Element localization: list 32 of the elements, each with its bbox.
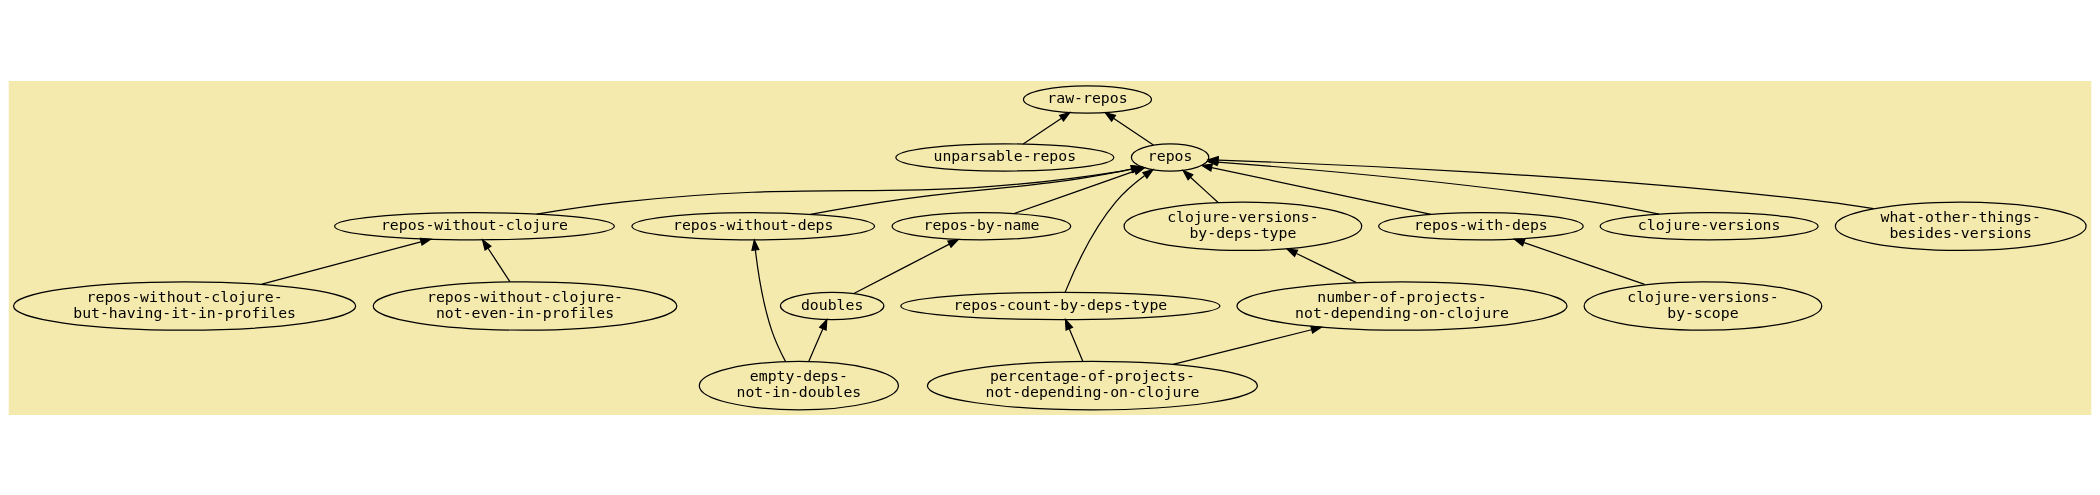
arrow [261,237,433,285]
node-ellipse: number-of-projects- not-depending-on-clojure [1236,280,1568,331]
node-ellipse: repos-with-deps [1378,211,1584,240]
node-ellipse: clojure-versions [1599,211,1819,240]
node-ellipse: clojure-versions- by-deps-type [1123,201,1363,251]
arrow [1103,111,1154,146]
arrow [808,317,828,362]
node-ellipse: repos-without-deps [631,211,876,240]
arrow [751,237,787,362]
arrow [1064,317,1084,362]
arrow [1172,325,1324,365]
node-ellipse: repos-without-clojure [333,211,615,240]
node-ellipse: what-other-things- besides-versions [1834,201,2087,251]
node-ellipse: clojure-versions- by-scope [1583,280,1823,331]
node-ellipse: repos-without-clojure- not-even-in-profiles [372,280,678,331]
arrow [853,238,960,294]
node-ellipse: repos-count-by-deps-type [900,291,1221,320]
arrow [481,237,511,282]
arrow [1181,168,1219,203]
arrow [1200,162,1432,215]
node-ellipse: doubles [779,291,885,320]
node-ellipse: raw-repos [1022,84,1153,114]
node-ellipse: empty-deps- not-in-doubles [698,360,900,410]
arrow [536,164,1144,215]
arrow [809,164,1144,215]
node-ellipse: percentage-of-projects- not-depending-on-clojure [926,360,1259,410]
node-ellipse: repos-by-name [891,211,1072,240]
arrow [1512,238,1646,285]
node-ellipse: repos-without-clojure- but-having-it-in-profiles [12,280,357,331]
node-ellipse: unparsable-repos [895,142,1115,172]
arrow [1285,247,1357,283]
arrow [1022,111,1072,145]
